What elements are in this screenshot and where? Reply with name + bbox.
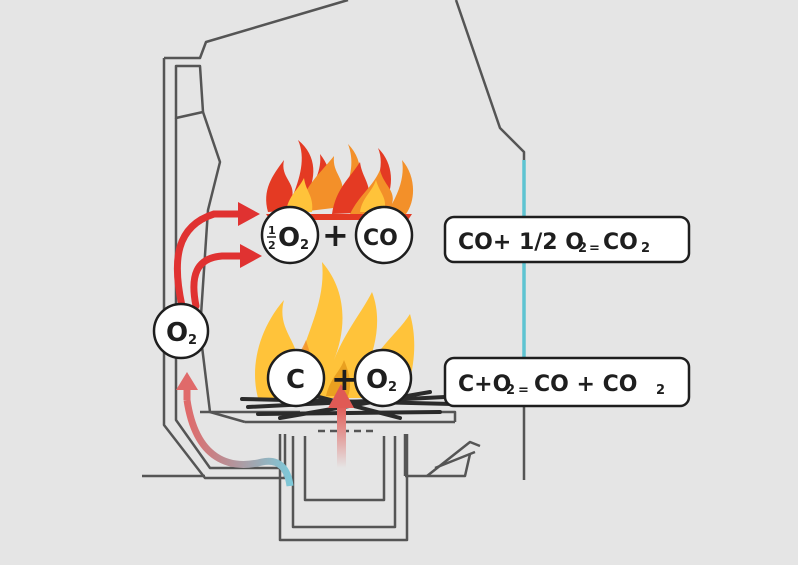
eq-upper-right-sub: 2 xyxy=(641,241,650,256)
o2-bottom-subscript: 2 xyxy=(388,380,397,395)
eq-upper-left: CO+ 1/2 O xyxy=(458,230,584,255)
c-circle: C xyxy=(266,348,326,408)
air-inlet-flow xyxy=(176,372,294,487)
arrow-head-lower xyxy=(240,244,262,268)
o2-inlet-circle: O 2 xyxy=(152,302,210,360)
o2-bottom-label: O xyxy=(366,365,388,395)
co-label: CO xyxy=(363,226,398,251)
secondary-air-arrows xyxy=(173,210,250,310)
grate-air-arrow xyxy=(328,384,354,468)
eq-upper-equals: = xyxy=(589,241,600,256)
half-o2-subscript: 2 xyxy=(300,238,309,253)
stove-outline xyxy=(142,0,526,542)
c-label: C xyxy=(286,365,305,395)
equation-box-upper: CO+ 1/2 O 2 = CO 2 xyxy=(443,215,691,264)
fraction-denominator: 2 xyxy=(268,239,276,252)
eq-upper-left-sub: 2 xyxy=(578,241,587,256)
o2-inlet-label: O xyxy=(166,318,188,348)
upper-plus-sign: + xyxy=(322,216,349,254)
arrow-head-upper xyxy=(238,202,260,226)
eq-lower-left-sub: 2 xyxy=(506,383,515,398)
o2-inlet-subscript: 2 xyxy=(188,333,197,348)
half-o2-label: O xyxy=(278,223,300,253)
co-circle: CO xyxy=(354,205,414,265)
equation-box-lower: C+O 2 = CO + CO 2 xyxy=(443,356,691,408)
o2-bottom-circle: O 2 xyxy=(353,348,413,408)
eq-lower-right-sub: 2 xyxy=(656,383,665,398)
arrow-head-up xyxy=(176,372,198,390)
lower-plus-sign: + xyxy=(331,360,358,398)
eq-lower-equals: = xyxy=(518,383,529,398)
upper-flames xyxy=(266,140,414,220)
half-o2-circle: 1 2 O 2 xyxy=(260,205,320,265)
eq-upper-right: CO xyxy=(603,230,638,255)
fraction-numerator: 1 xyxy=(268,224,276,237)
eq-lower-middle: CO + CO xyxy=(534,372,637,397)
eq-lower-left: C+O xyxy=(458,372,511,397)
